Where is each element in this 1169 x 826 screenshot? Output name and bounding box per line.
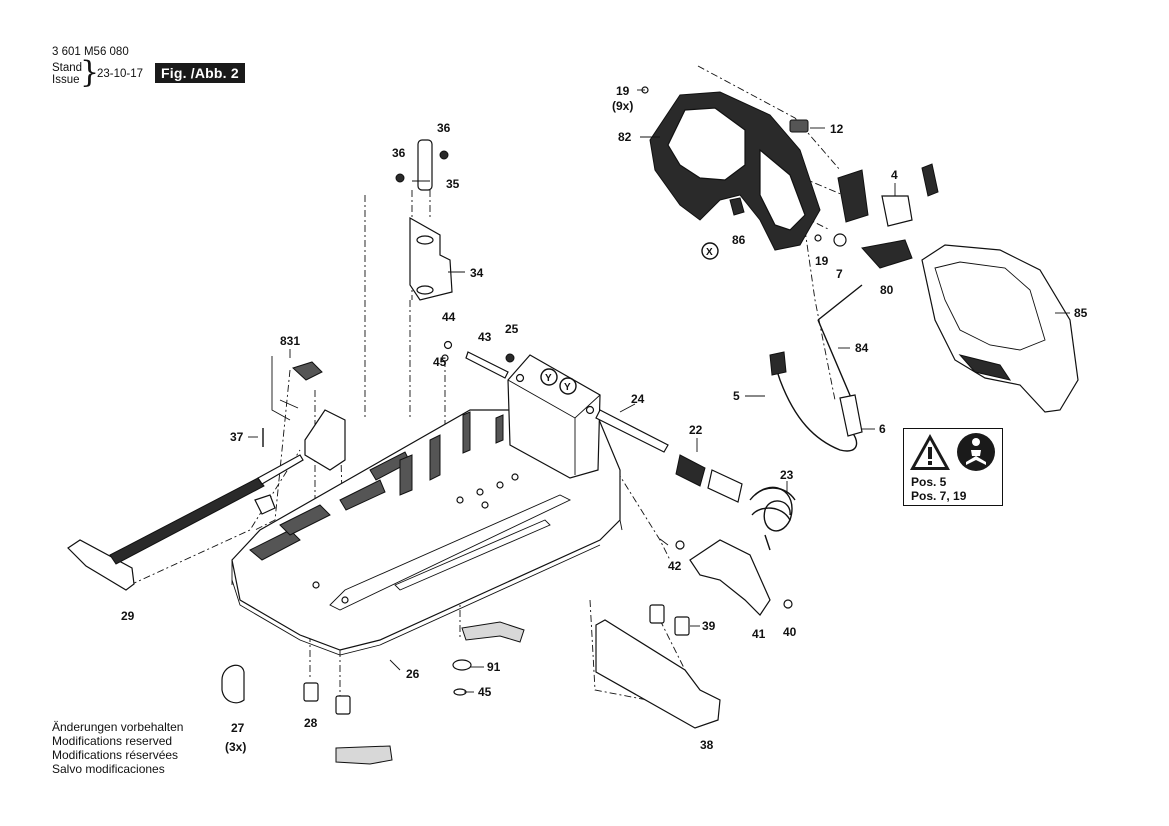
- callout-39: 39: [702, 619, 716, 633]
- vise-bracket: [507, 354, 601, 479]
- callout-35: 35: [446, 177, 460, 191]
- callout-42: 42: [668, 559, 682, 573]
- callout-9x: (9x): [612, 99, 633, 113]
- callout-37: 37: [230, 430, 244, 444]
- callout-x: X: [706, 247, 713, 258]
- note-en: Modifications reserved: [52, 734, 173, 748]
- callout-19b: 19: [815, 254, 829, 268]
- callout-831: 831: [280, 334, 300, 348]
- callout-44: 44: [442, 310, 456, 324]
- callout-45b: 45: [478, 685, 492, 699]
- callout-80: 80: [880, 283, 894, 297]
- read-manual-icon: [957, 433, 995, 471]
- callout-34: 34: [470, 266, 484, 280]
- housing-cover: [921, 244, 1079, 413]
- reference-circles: [540, 242, 719, 395]
- leader-lines: [248, 89, 1070, 693]
- bottom-hardware: [452, 621, 525, 696]
- issue-label: Issue: [52, 74, 80, 86]
- callout-28: 28: [304, 716, 318, 730]
- safety-warning-box: Pos. 5 Pos. 7, 19: [903, 428, 1003, 506]
- callout-6: 6: [879, 422, 886, 436]
- vise-slider-assembly: [254, 356, 346, 515]
- figure-label: Fig. /Abb. 2: [155, 63, 245, 83]
- document-number: 3 601 M56 080: [52, 46, 129, 58]
- base-plate: [231, 409, 623, 656]
- callout-82: 82: [618, 130, 632, 144]
- callout-19: 19: [616, 84, 630, 98]
- callout-24: 24: [631, 392, 645, 406]
- hinge-bracket: [409, 216, 453, 301]
- callout-86: 86: [732, 233, 746, 247]
- brace-symbol: }: [80, 55, 100, 90]
- callout-36b: 36: [392, 146, 406, 160]
- modification-notes: Änderungen vorbehalten Modifications res…: [52, 720, 183, 776]
- vise-screw: [67, 454, 304, 591]
- hinge-pin: [395, 139, 449, 191]
- callout-y2: Y: [564, 382, 571, 393]
- callout-41: 41: [752, 627, 766, 641]
- callout-85: 85: [1074, 306, 1088, 320]
- warning-triangle-icon: [910, 434, 950, 470]
- foot-parts: [221, 664, 393, 765]
- side-fence: [595, 604, 721, 729]
- callout-5: 5: [733, 389, 740, 403]
- callout-45: 45: [433, 355, 447, 369]
- callout-38: 38: [700, 738, 714, 752]
- shaft-parts: [441, 340, 515, 379]
- callout-29: 29: [121, 609, 135, 623]
- issue-date: 23-10-17: [97, 68, 144, 80]
- callout-91: 91: [487, 660, 501, 674]
- warning-pos-7-19: Pos. 7, 19: [911, 489, 967, 503]
- note-es: Salvo modificaciones: [52, 762, 165, 776]
- callout-y1: Y: [545, 373, 552, 384]
- note-fr: Modifications réservées: [52, 748, 179, 762]
- callout-4: 4: [891, 168, 898, 182]
- callout-43: 43: [478, 330, 492, 344]
- cable-and-key: [769, 284, 863, 452]
- callout-12: 12: [830, 122, 844, 136]
- spring-assembly: [595, 409, 796, 551]
- guard-cover: [675, 539, 793, 616]
- motor-housing: [641, 86, 939, 269]
- callout-3x: (3x): [225, 740, 246, 754]
- callout-23: 23: [780, 468, 794, 482]
- callout-22: 22: [689, 423, 703, 437]
- callout-84: 84: [855, 341, 869, 355]
- callout-27: 27: [231, 721, 245, 735]
- callout-40: 40: [783, 625, 797, 639]
- callout-25: 25: [505, 322, 519, 336]
- callout-7: 7: [836, 267, 843, 281]
- stand-label: Stand: [52, 62, 83, 74]
- callout-26: 26: [406, 667, 420, 681]
- callout-36a: 36: [437, 121, 451, 135]
- warning-pos-5: Pos. 5: [911, 475, 947, 489]
- note-de: Änderungen vorbehalten: [52, 720, 184, 734]
